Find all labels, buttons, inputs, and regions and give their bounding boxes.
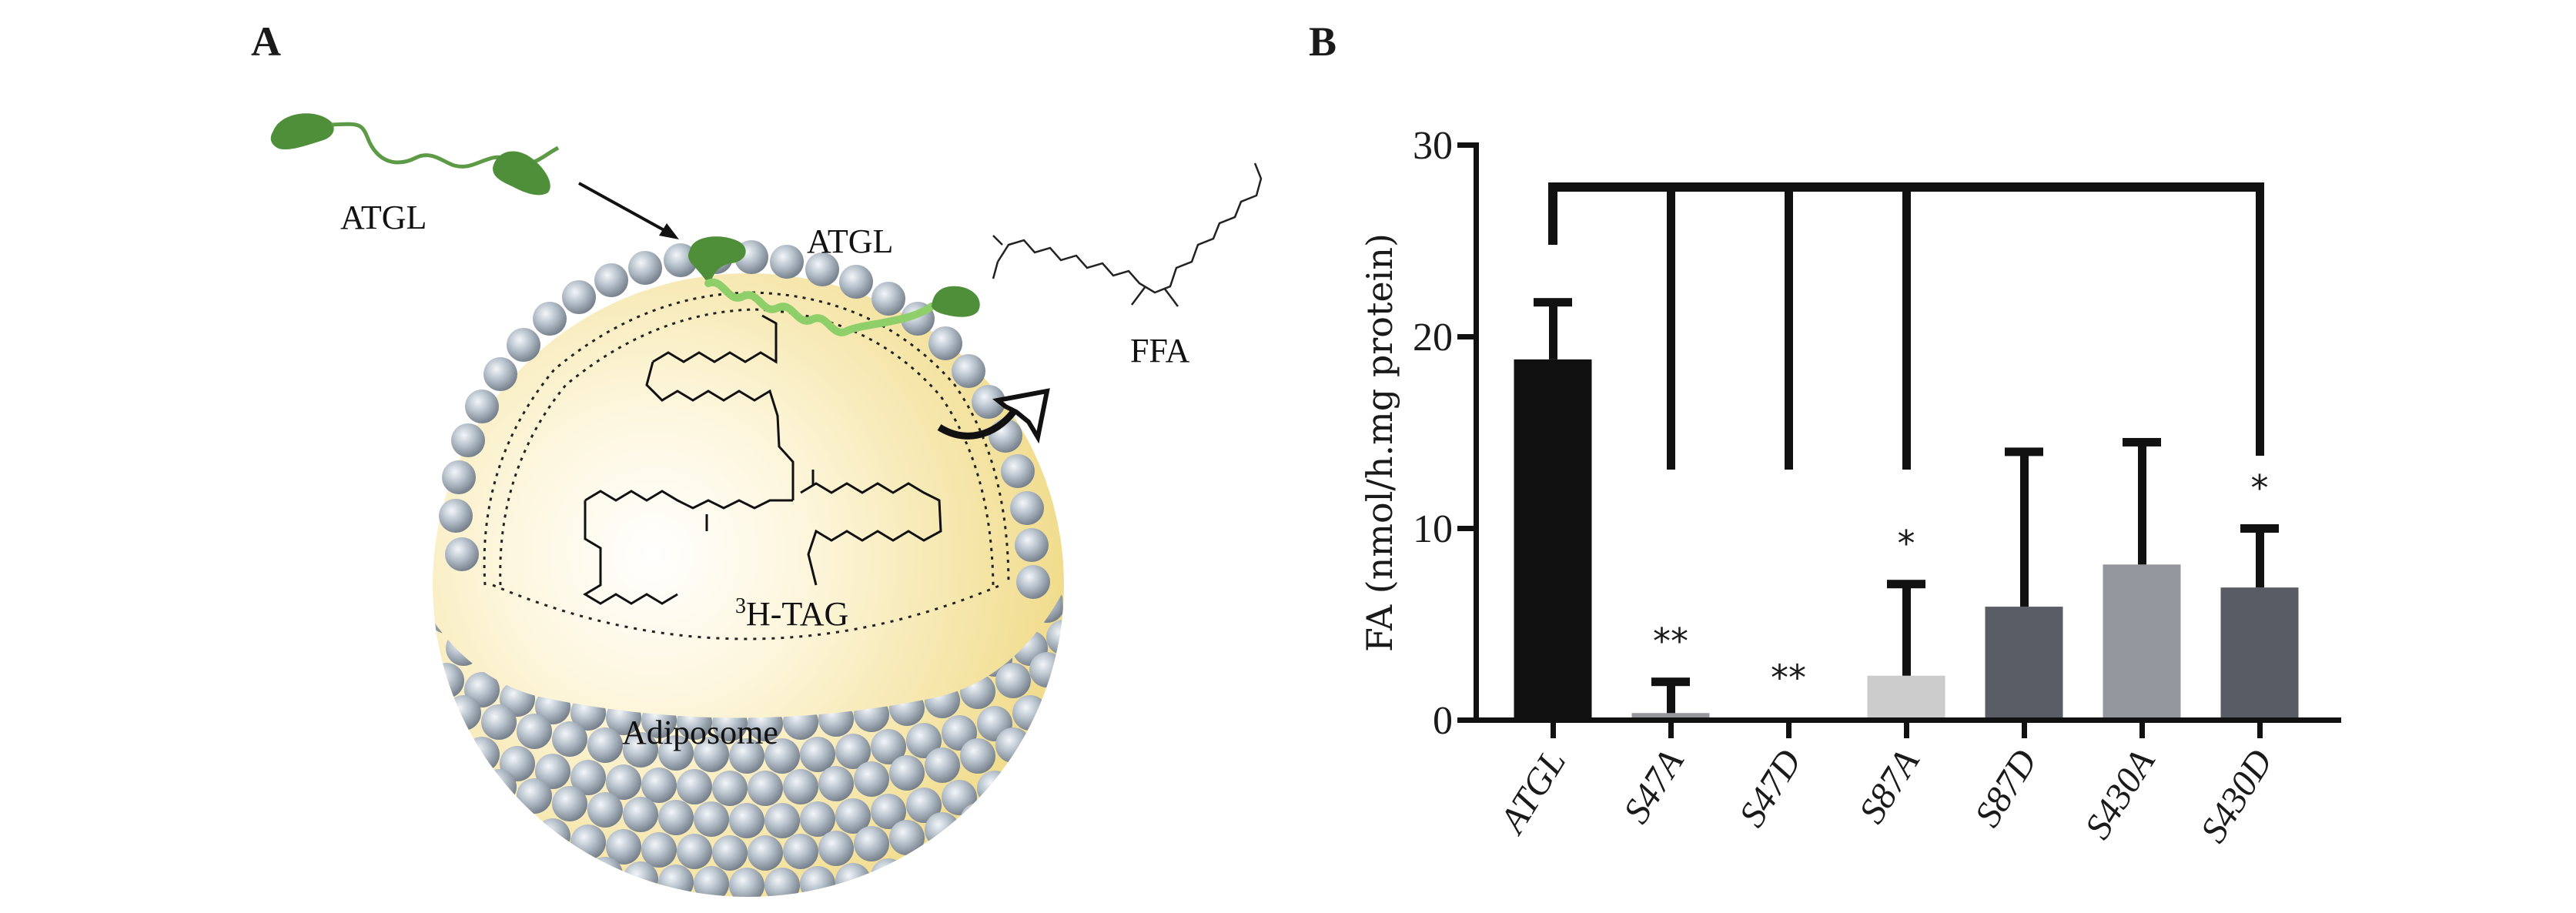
bracket-drop <box>1785 182 1793 470</box>
bar-s87d <box>1985 607 2063 720</box>
x-tick <box>1668 720 1674 738</box>
ffa-molecule-structure <box>992 162 1263 307</box>
panel-a-letter: A <box>251 18 281 65</box>
x-tick-label: S430A <box>2077 742 2163 846</box>
error-bar <box>2256 528 2264 588</box>
y-axis-line <box>1474 142 1479 722</box>
y-tick <box>1457 142 1476 148</box>
error-cap <box>2005 447 2043 456</box>
error-bar <box>1549 302 1557 360</box>
tag-label: 3H-TAG <box>735 594 848 633</box>
y-tick-label: 0 <box>1433 699 1453 743</box>
binding-arrow-icon <box>578 182 679 239</box>
bracket-drop <box>2256 182 2264 456</box>
y-tick <box>1457 526 1476 531</box>
x-axis: ATGL S47A S47D S87A S87D S430A S430D <box>1457 717 2341 850</box>
adiposome-label: Adiposome <box>622 714 778 751</box>
bar-s430d <box>2220 587 2299 720</box>
adiposome-illustration <box>433 240 1064 897</box>
error-bar <box>2020 451 2029 607</box>
x-tick <box>2022 720 2027 738</box>
y-tick-label: 10 <box>1413 507 1453 551</box>
x-tick <box>2257 720 2263 738</box>
ffa-label: FFA <box>1130 332 1190 370</box>
x-tick <box>1786 720 1791 738</box>
error-cap <box>1887 580 1925 589</box>
bracket-drop <box>1667 182 1675 470</box>
significance-marker: * <box>2251 467 2269 509</box>
x-tick <box>2139 720 2145 738</box>
x-tick <box>1904 720 1909 738</box>
bracket-left-leg <box>1548 182 1557 245</box>
error-bar <box>2138 441 2146 565</box>
panel-a: A ATGL <box>251 18 1263 897</box>
atgl-bound-label: ATGL <box>807 222 893 260</box>
significance-bracket <box>1548 182 2264 470</box>
bars: ****** <box>1514 298 2299 721</box>
error-cap <box>1651 677 1690 687</box>
significance-marker: * <box>1898 523 1915 564</box>
error-cap <box>2240 524 2279 533</box>
bracket-drop <box>1902 182 1911 470</box>
atgl-free-protein-icon <box>270 113 560 196</box>
atgl-bound-protein-icon <box>687 236 980 336</box>
y-tick <box>1457 334 1476 339</box>
x-tick-label: ATGL <box>1491 743 1574 842</box>
release-arrow-icon <box>937 388 1050 444</box>
x-tick-label: S47D <box>1731 743 1809 834</box>
atgl-free-label: ATGL <box>340 199 427 236</box>
error-cap <box>1534 298 1572 307</box>
bar-atgl <box>1514 359 1592 720</box>
y-tick-label: 20 <box>1413 316 1453 360</box>
x-tick <box>1551 720 1556 738</box>
panel-b-letter: B <box>1309 18 1337 65</box>
tag-molecule-structure <box>583 314 942 605</box>
x-tick-label: S87D <box>1967 743 2045 834</box>
x-axis-line <box>1457 717 2341 723</box>
error-cap <box>2123 437 2161 446</box>
error-bar <box>1667 681 1675 714</box>
significance-marker: ** <box>1653 620 1688 662</box>
y-axis: 0 10 20 30 <box>1413 124 1479 743</box>
bar-s87a <box>1867 675 1945 720</box>
bar-s430a <box>2103 564 2181 720</box>
x-tick-label: S87A <box>1852 742 1928 831</box>
y-axis-label: FA (nmol/h.mg protein) <box>1359 233 1400 652</box>
significance-marker: ** <box>1771 657 1806 699</box>
bar-s47a <box>1631 713 1710 720</box>
x-tick-label: S47A <box>1616 742 1692 831</box>
error-bar <box>1902 584 1911 676</box>
y-tick-label: 30 <box>1413 124 1453 168</box>
x-tick-label: S430D <box>2193 743 2280 850</box>
